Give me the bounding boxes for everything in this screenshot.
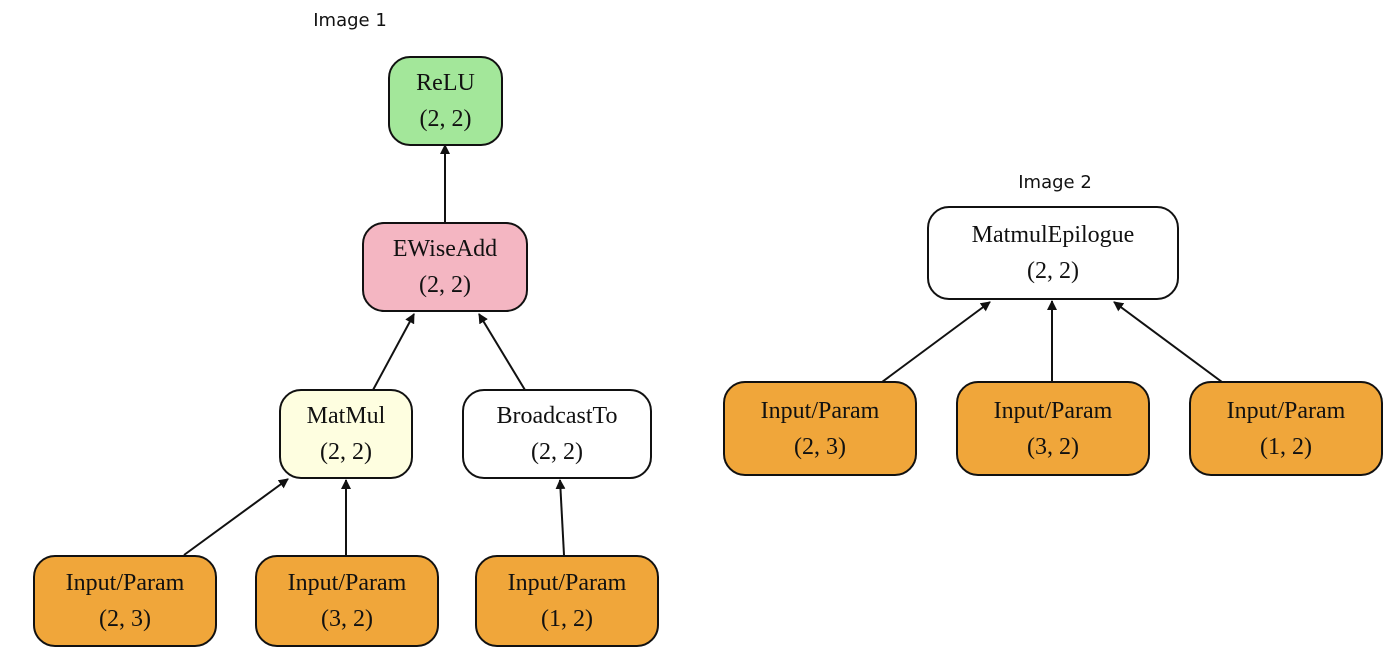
input-param-node-1x2: Input/Param (1, 2): [475, 555, 659, 647]
epilogue-input-1x2-shape: (1, 2): [1260, 433, 1312, 460]
matmul-node-label: MatMul: [306, 403, 386, 429]
epilogue-input-param-node-2x3: Input/Param (2, 3): [723, 381, 917, 476]
epilogue-input-3x2-label: Input/Param: [993, 397, 1113, 424]
epilogue-input-param-node-3x2: Input/Param (3, 2): [956, 381, 1150, 476]
edge-input-a-to-epilogue: [881, 301, 991, 383]
edge-input-c-to-broadcast: [555, 479, 566, 556]
epilogue-input-2x3-label: Input/Param: [760, 397, 880, 424]
edge-input-c-to-epilogue: [1113, 301, 1223, 383]
ewiseadd-node: EWiseAdd (2, 2): [362, 222, 528, 312]
edge-input-a-to-matmul: [183, 478, 289, 556]
input-param-2x3-label: Input/Param: [65, 570, 185, 596]
matmulepilogue-node-shape: (2, 2): [1027, 258, 1079, 284]
ewiseadd-node-shape: (2, 2): [419, 272, 471, 298]
epilogue-input-1x2-label: Input/Param: [1226, 397, 1346, 424]
image-1-caption: Image 1: [313, 10, 387, 31]
image-2-caption: Image 2: [1018, 172, 1092, 193]
matmul-node: MatMul (2, 2): [279, 389, 413, 479]
relu-node-shape: (2, 2): [419, 106, 472, 132]
input-param-3x2-label: Input/Param: [287, 570, 407, 596]
input-param-node-2x3: Input/Param (2, 3): [33, 555, 217, 647]
relu-node-label: ReLU: [416, 70, 475, 96]
input-param-1x2-shape: (1, 2): [541, 606, 593, 632]
edge-matmul-to-ewiseadd: [372, 313, 415, 391]
relu-node: ReLU (2, 2): [388, 56, 503, 146]
input-param-1x2-label: Input/Param: [507, 570, 627, 596]
broadcastto-node: BroadcastTo (2, 2): [462, 389, 652, 479]
input-param-3x2-shape: (3, 2): [321, 606, 373, 632]
ewiseadd-node-label: EWiseAdd: [392, 236, 498, 262]
edge-broadcast-to-ewiseadd: [478, 313, 526, 391]
broadcastto-node-shape: (2, 2): [531, 439, 583, 465]
input-param-2x3-shape: (2, 3): [99, 606, 151, 632]
epilogue-input-param-node-1x2: Input/Param (1, 2): [1189, 381, 1383, 476]
epilogue-input-2x3-shape: (2, 3): [794, 433, 846, 460]
broadcastto-node-label: BroadcastTo: [496, 403, 618, 429]
matmulepilogue-node-label: MatmulEpilogue: [971, 222, 1135, 248]
input-param-node-3x2: Input/Param (3, 2): [255, 555, 439, 647]
epilogue-input-3x2-shape: (3, 2): [1027, 433, 1079, 460]
matmul-node-shape: (2, 2): [320, 439, 372, 465]
matmulepilogue-node: MatmulEpilogue (2, 2): [927, 206, 1179, 300]
